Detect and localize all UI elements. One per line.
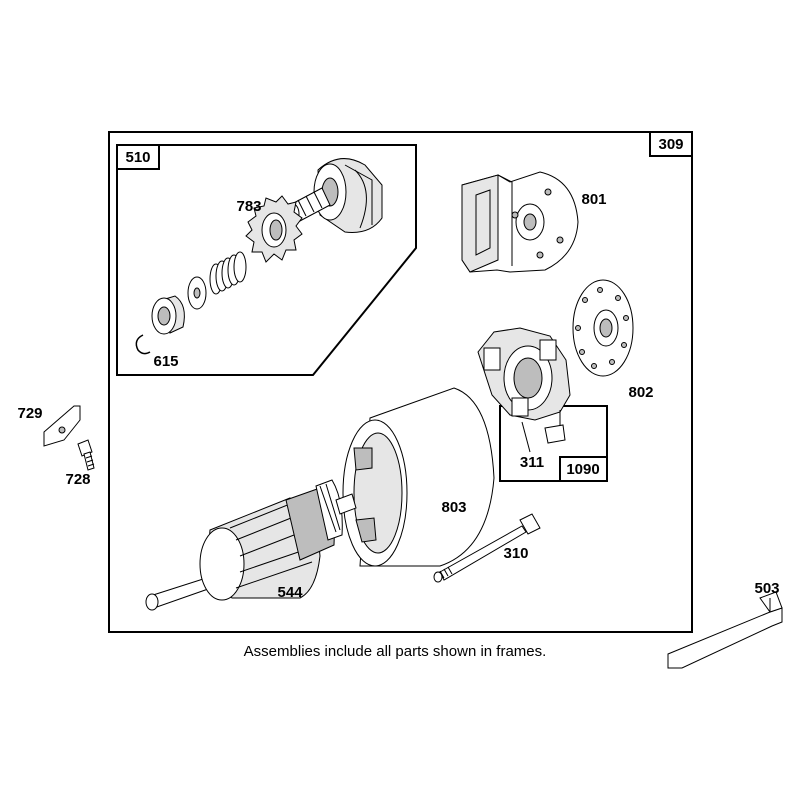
label-783: 783	[236, 198, 261, 215]
label-503: 503	[754, 580, 779, 597]
label-311: 311	[520, 454, 544, 471]
label-310: 310	[503, 545, 528, 562]
thrust-washer	[187, 276, 207, 310]
drive-end-bracket-801	[461, 171, 579, 273]
through-bolt-310	[433, 513, 541, 583]
label-544: 544	[277, 584, 303, 601]
label-615: 615	[153, 353, 178, 370]
stop-collar	[151, 295, 185, 335]
pinion-gear-783	[245, 195, 303, 263]
frame-510-label: 510	[125, 149, 150, 166]
label-729: 729	[17, 405, 42, 422]
frame-1090-label: 1090	[566, 461, 599, 478]
frame-510	[116, 144, 417, 376]
bolt-728	[77, 439, 95, 471]
anti-drift-spring	[209, 251, 247, 295]
armature-544	[145, 479, 357, 611]
label-728: 728	[65, 471, 90, 488]
frame-510-tag	[116, 144, 160, 170]
retaining-ring-615	[135, 334, 151, 355]
frame-309	[108, 131, 693, 633]
drive-clutch-housing	[286, 158, 383, 233]
frame-309-label: 309	[658, 136, 683, 153]
caption: Assemblies include all parts shown in fr…	[244, 643, 547, 660]
motor-frame-803	[342, 387, 495, 567]
label-803: 803	[441, 499, 466, 516]
clip-503	[667, 591, 783, 669]
end-plate-802	[572, 279, 634, 377]
brush-holder	[477, 327, 571, 444]
label-801: 801	[581, 191, 606, 208]
frame-1090-tag	[559, 456, 608, 482]
frame-309-tag	[649, 131, 693, 157]
label-802: 802	[628, 384, 653, 401]
bracket-729	[43, 405, 81, 447]
leader-311	[521, 421, 531, 453]
